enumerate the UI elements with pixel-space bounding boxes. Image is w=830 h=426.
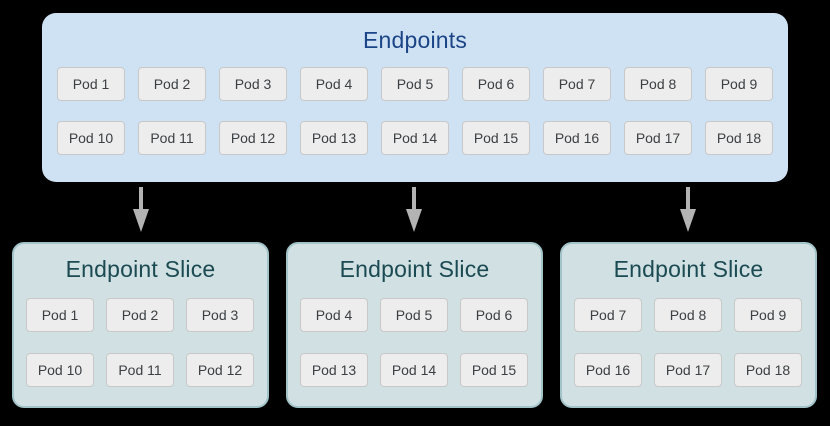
pod-box: Pod 5 bbox=[380, 298, 448, 332]
pod-box: Pod 5 bbox=[381, 67, 449, 101]
pod-box: Pod 1 bbox=[26, 298, 94, 332]
pod-box: Pod 14 bbox=[380, 353, 448, 387]
pod-box: Pod 15 bbox=[462, 121, 530, 155]
pod-box: Pod 11 bbox=[106, 353, 174, 387]
pod-box: Pod 8 bbox=[624, 67, 692, 101]
down-arrow-icon bbox=[131, 187, 151, 233]
pod-box: Pod 4 bbox=[300, 298, 368, 332]
endpoints-pod-grid: Pod 1 Pod 2 Pod 3 Pod 4 Pod 5 Pod 6 Pod 7 Pod 8… bbox=[42, 67, 788, 155]
endpoints-box: Endpoints Pod 1 Pod 2 Pod 3 Pod 4 Pod 5 Pod 6… bbox=[42, 13, 788, 182]
pod-box: Pod 2 bbox=[106, 298, 174, 332]
pod-box: Pod 10 bbox=[57, 121, 125, 155]
pod-box: Pod 15 bbox=[460, 353, 528, 387]
pod-box: Pod 16 bbox=[574, 353, 642, 387]
pod-box: Pod 18 bbox=[705, 121, 773, 155]
pod-box: Pod 13 bbox=[300, 121, 368, 155]
pod-box: Pod 18 bbox=[734, 353, 802, 387]
endpoint-slice-title: Endpoint Slice bbox=[339, 256, 490, 282]
pod-box: Pod 12 bbox=[186, 353, 254, 387]
pod-box: Pod 8 bbox=[654, 298, 722, 332]
endpoint-slice-title: Endpoint Slice bbox=[65, 256, 216, 282]
pod-box: Pod 13 bbox=[300, 353, 368, 387]
down-arrow-icon bbox=[678, 187, 698, 233]
slice-pod-grid: Pod 4 Pod 5 Pod 6 Pod 13 Pod 14 Pod 15 bbox=[288, 298, 541, 387]
pod-box: Pod 7 bbox=[574, 298, 642, 332]
endpoints-title: Endpoints bbox=[362, 27, 468, 53]
pod-box: Pod 4 bbox=[300, 67, 368, 101]
pod-box: Pod 9 bbox=[705, 67, 773, 101]
slice-pod-grid: Pod 1 Pod 2 Pod 3 Pod 10 Pod 11 Pod 12 bbox=[14, 298, 267, 387]
pod-box: Pod 12 bbox=[219, 121, 287, 155]
pod-box: Pod 9 bbox=[734, 298, 802, 332]
pod-box: Pod 1 bbox=[57, 67, 125, 101]
pod-box: Pod 10 bbox=[26, 353, 94, 387]
pod-box: Pod 14 bbox=[381, 121, 449, 155]
endpoint-slice-title: Endpoint Slice bbox=[613, 256, 764, 282]
pod-box: Pod 3 bbox=[219, 67, 287, 101]
pod-box: Pod 3 bbox=[186, 298, 254, 332]
pod-box: Pod 11 bbox=[138, 121, 206, 155]
pod-box: Pod 16 bbox=[543, 121, 611, 155]
slice-pod-grid: Pod 7 Pod 8 Pod 9 Pod 16 Pod 17 Pod 18 bbox=[562, 298, 815, 387]
pod-box: Pod 17 bbox=[624, 121, 692, 155]
down-arrow-icon bbox=[404, 187, 424, 233]
pod-box: Pod 2 bbox=[138, 67, 206, 101]
pod-box: Pod 6 bbox=[462, 67, 530, 101]
pod-box: Pod 6 bbox=[460, 298, 528, 332]
pod-box: Pod 17 bbox=[654, 353, 722, 387]
pod-box: Pod 7 bbox=[543, 67, 611, 101]
